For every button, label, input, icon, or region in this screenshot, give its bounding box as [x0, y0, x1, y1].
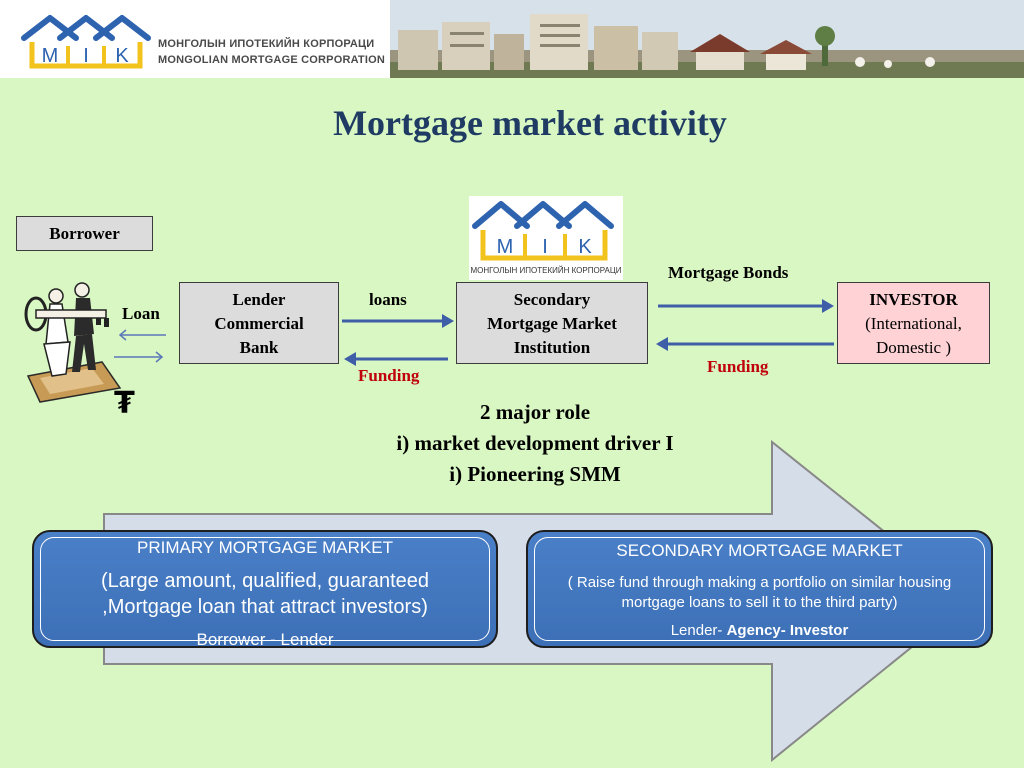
borrower-label-box: Borrower [16, 216, 153, 251]
lender-smi-arrows [342, 314, 454, 366]
org-name-english: MONGOLIAN MORTGAGE CORPORATION [158, 54, 386, 66]
panel-desc: ,Mortgage loan that attract investors) [102, 596, 428, 618]
org-logo-area: M I K МОНГОЛЫН ИПОТЕКИЙН КОРПОРАЦИ MONGO… [0, 0, 390, 78]
borrower-loan-arrows [114, 329, 166, 363]
lender-commercial-bank-box: Lender Commercial Bank [179, 282, 339, 364]
secondary-mortgage-institution-box: Secondary Mortgage Market Institution [456, 282, 648, 364]
slide-title: Mortgage market activity [333, 103, 727, 143]
smi-investor-arrows [656, 299, 834, 351]
loans-label: loans [369, 290, 407, 309]
city-photo-banner [390, 0, 1024, 78]
logo-letter: M [42, 45, 59, 67]
smi-logo-caption: МОНГОЛЫН ИПОТЕКИЙН КОРПОРАЦИ [470, 266, 622, 275]
house-logo-icon: M I K [21, 15, 151, 69]
box-line: Domestic ) [875, 338, 952, 357]
panel-desc: mortgage loans to sell it to the third p… [621, 594, 898, 611]
people-with-key-icon [24, 282, 122, 403]
box-line: Institution [513, 338, 591, 357]
box-line: (International, [865, 314, 962, 333]
panel-desc: (Large amount, qualified, guaranteed [100, 570, 429, 592]
primary-mortgage-market-panel: PRIMARY MORTGAGE MARKET (Large amount, q… [32, 530, 498, 649]
parties-bold: Agency- Investor [726, 622, 849, 639]
logo-letter: I [542, 236, 548, 258]
funding-label-left: Funding [358, 366, 420, 385]
role-item: i) market development driver I [396, 431, 674, 455]
mortgage-bonds-label: Mortgage Bonds [668, 263, 789, 282]
house-logo-icon: M I K [472, 201, 614, 261]
logo-letter: K [115, 45, 129, 67]
box-line: Commercial [214, 314, 304, 333]
panel-inner-border [534, 537, 985, 641]
panel-parties: Borrower - Lender [196, 630, 334, 649]
panel-inner-border [40, 537, 490, 641]
panel-title: SECONDARY MORTGAGE MARKET [616, 541, 903, 560]
panel-parties: Lender- Agency- Investor [528, 622, 991, 639]
currency-symbol: ₮ [114, 386, 135, 421]
panel-desc: ( Raise fund through making a portfolio … [567, 574, 952, 591]
logo-letter: K [578, 236, 592, 258]
box-line: Secondary [513, 290, 591, 309]
investor-box: INVESTOR (International, Domestic ) [837, 282, 990, 364]
box-line: Lender [232, 290, 286, 309]
role-item: i) Pioneering SMM [449, 462, 621, 486]
panel-title: PRIMARY MORTGAGE MARKET [137, 538, 393, 557]
parties-prefix: Lender- [670, 622, 723, 639]
logo-letter: M [497, 236, 514, 258]
box-line: Bank [239, 338, 279, 357]
box-line: INVESTOR [869, 290, 958, 309]
smi-logo: M I K МОНГОЛЫН ИПОТЕКИЙН КОРПОРАЦИ [469, 196, 623, 280]
city-skyline-image [390, 0, 1024, 78]
org-name-mongolian: МОНГОЛЫН ИПОТЕКИЙН КОРПОРАЦИ [158, 38, 375, 50]
logo-letter: I [83, 45, 89, 67]
loan-label: Loan [122, 304, 160, 323]
box-line: Mortgage Market [487, 314, 617, 333]
funding-label-right: Funding [707, 357, 769, 376]
secondary-mortgage-market-panel: SECONDARY MORTGAGE MARKET ( Raise fund t… [526, 530, 993, 648]
role-heading: 2 major role [479, 400, 591, 424]
